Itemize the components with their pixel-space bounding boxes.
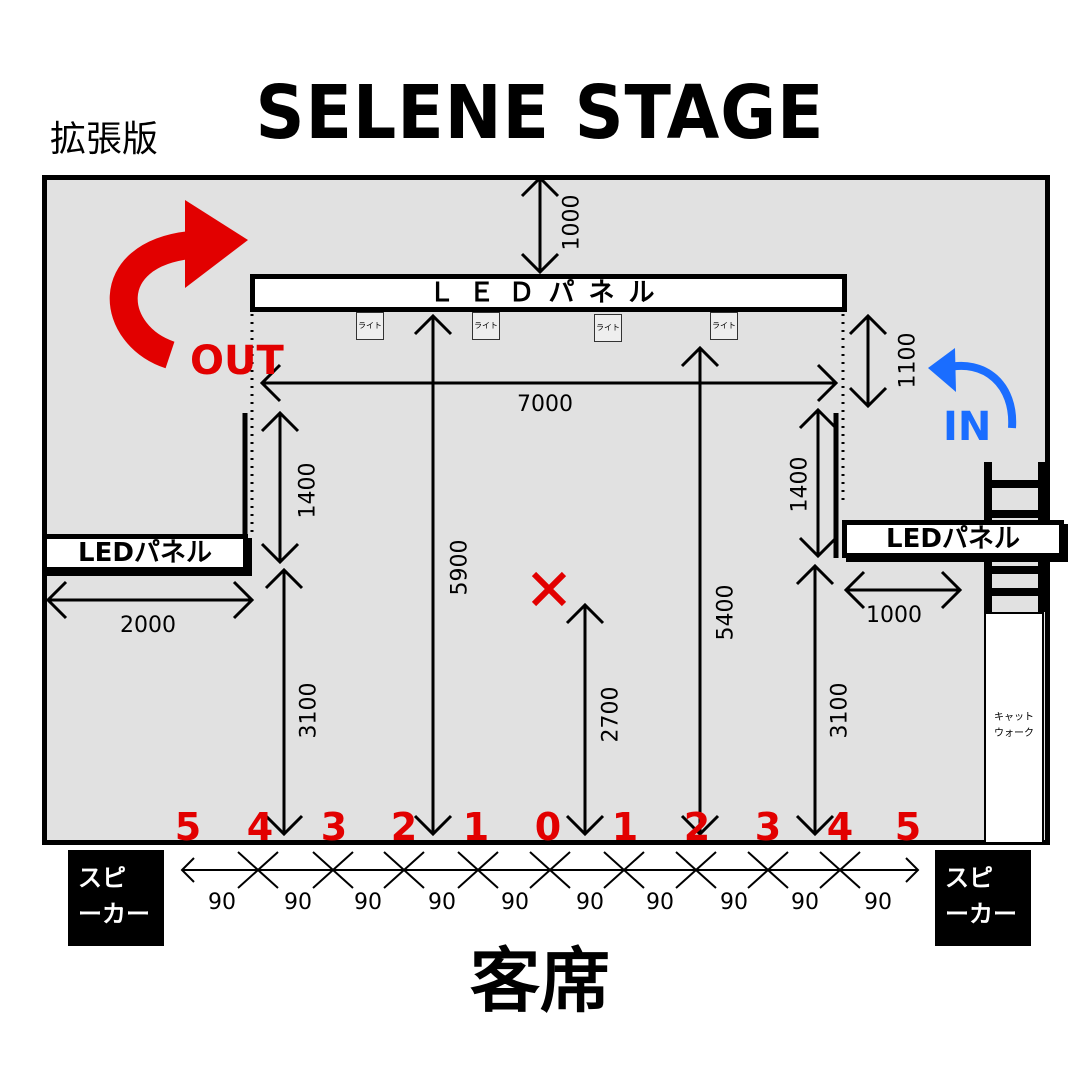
dim-left-front-depth: 3100 — [296, 682, 322, 739]
dim-top-gap: 1000 — [559, 194, 585, 251]
dim-center-right-depth: 5400 — [713, 584, 739, 641]
speaker-label-line1: スピ — [945, 864, 993, 892]
dim-center-mark-depth: 2700 — [598, 686, 624, 743]
dim-right-offset: 1000 — [866, 603, 922, 628]
position-left-4: 4 — [246, 805, 274, 849]
spacing-label: 90 — [791, 890, 819, 915]
out-curved-arrow-icon — [109, 200, 248, 369]
spacing-label: 90 — [501, 890, 529, 915]
led-panel-right: LEDパネル — [842, 520, 1064, 558]
position-left-5: 5 — [174, 805, 202, 849]
light-2: ライト — [472, 312, 500, 340]
dim-left-side-height: 1400 — [295, 462, 321, 519]
dim-left-offset: 2000 — [120, 613, 176, 638]
arrowhead — [520, 175, 560, 198]
out-label: OUT — [190, 338, 284, 384]
led-panel-left: LEDパネル — [42, 534, 248, 572]
spacing-label: 90 — [864, 890, 892, 915]
light-3: ライト — [594, 314, 622, 342]
spacing-row — [180, 851, 920, 889]
audience-label: 客席 — [470, 940, 610, 1022]
dim-right-side-height: 1400 — [787, 456, 813, 513]
speaker-right: スピ ーカー — [935, 850, 1031, 946]
page-title: SELENE STAGE — [255, 70, 825, 156]
position-right-4: 4 — [826, 805, 854, 849]
center-mark-icon — [531, 571, 567, 607]
speaker-label-line2: ーカー — [945, 900, 1017, 928]
speaker-label-line1: スピ — [78, 864, 126, 892]
light-1: ライト — [356, 312, 384, 340]
spacing-label: 90 — [646, 890, 674, 915]
dim-panel-width: 7000 — [517, 392, 573, 417]
in-curved-arrow-icon — [928, 348, 1017, 429]
arrowhead — [520, 252, 560, 275]
light-4: ライト — [710, 312, 738, 340]
catwalk-label-line2: ウォーク — [994, 728, 1034, 739]
catwalk-label-line1: キャット — [994, 712, 1034, 723]
in-label: IN — [943, 404, 992, 450]
position-left-1: 1 — [462, 805, 490, 849]
spacing-label: 90 — [576, 890, 604, 915]
catwalk: キャット ウォーク — [984, 612, 1044, 844]
position-left-2: 2 — [390, 805, 418, 849]
dim-right-gap: 1100 — [895, 332, 921, 389]
spacing-label: 90 — [208, 890, 236, 915]
speaker-label-line2: ーカー — [78, 900, 150, 928]
dim-center-left-depth: 5900 — [447, 539, 473, 596]
spacing-label: 90 — [428, 890, 456, 915]
edition-label: 拡張版 — [50, 119, 159, 160]
led-panel-top: ＬＥＤパネル — [250, 274, 847, 312]
position-right-2: 2 — [683, 805, 711, 849]
speaker-left: スピ ーカー — [68, 850, 164, 946]
dim-right-front-depth: 3100 — [827, 682, 853, 739]
position-center-0: 0 — [534, 805, 562, 849]
spacing-label: 90 — [284, 890, 312, 915]
position-right-5: 5 — [894, 805, 922, 849]
spacing-label: 90 — [720, 890, 748, 915]
position-right-3: 3 — [754, 805, 782, 849]
position-left-3: 3 — [320, 805, 348, 849]
spacing-label: 90 — [354, 890, 382, 915]
position-right-1: 1 — [611, 805, 639, 849]
